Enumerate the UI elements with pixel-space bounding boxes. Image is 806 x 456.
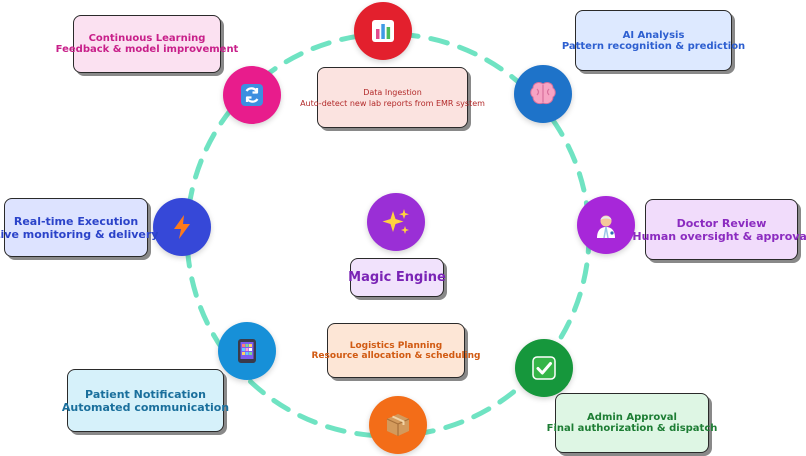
data-ingestion-node[interactable] (354, 2, 412, 60)
step-subtitle: Resource allocation & scheduling (311, 350, 481, 361)
magic-engine-node[interactable] (367, 193, 425, 251)
step-title: Continuous Learning (88, 33, 206, 44)
sparkles-icon (382, 209, 409, 234)
data-ingestion-card[interactable]: Data Ingestion Auto-detect new lab repor… (300, 67, 485, 128)
magic-engine-card[interactable]: Magic Engine (348, 258, 446, 297)
patient-notification-node[interactable] (218, 322, 276, 380)
step-title: Logistics Planning (349, 340, 443, 351)
ai-analysis-card[interactable]: AI Analysis Pattern recognition & predic… (562, 10, 745, 71)
step-title: Admin Approval (587, 412, 677, 423)
continuous-learning-card[interactable]: Continuous Learning Feedback & model imp… (56, 15, 238, 73)
step-title: Real-time Execution (13, 214, 139, 228)
bar-chart-icon (372, 20, 394, 42)
step-subtitle: Automated communication (61, 400, 230, 414)
doctor-review-node[interactable] (577, 196, 635, 254)
lightning-icon (174, 215, 190, 239)
step-title: AI Analysis (622, 29, 685, 41)
doctor-review-card[interactable]: Doctor Review Human oversight & approval (632, 199, 806, 260)
admin-approval-card[interactable]: Admin Approval Final authorization & dis… (547, 393, 717, 453)
step-title: Patient Notification (85, 387, 206, 401)
center-label: Magic Engine (348, 270, 446, 285)
step-subtitle: Final authorization & dispatch (546, 423, 718, 434)
step-subtitle: Auto-detect new lab reports from EMR sys… (300, 98, 485, 108)
real-time-execution-node[interactable] (153, 198, 211, 256)
package-icon (386, 414, 410, 436)
refresh-icon (241, 84, 263, 106)
step-subtitle: Human oversight & approval (632, 229, 806, 243)
check-box-icon (532, 356, 556, 380)
step-subtitle: Live monitoring & delivery (0, 227, 159, 241)
real-time-execution-card[interactable]: Real-time Execution Live monitoring & de… (0, 198, 158, 257)
step-title: Doctor Review (676, 216, 767, 230)
mobile-phone-icon (238, 339, 256, 363)
admin-approval-node[interactable] (515, 339, 573, 397)
step-subtitle: Pattern recognition & prediction (561, 40, 746, 52)
doctor-icon (597, 215, 615, 239)
step-title: Data Ingestion (363, 87, 422, 97)
logistics-planning-node[interactable] (369, 396, 427, 454)
continuous-learning-node[interactable] (223, 66, 281, 124)
patient-notification-card[interactable]: Patient Notification Automated communica… (62, 369, 229, 432)
step-subtitle: Feedback & model improvement (55, 44, 239, 55)
logistics-planning-card[interactable]: Logistics Planning Resource allocation &… (312, 323, 481, 378)
brain-icon (530, 82, 556, 105)
ai-analysis-node[interactable] (514, 65, 572, 123)
